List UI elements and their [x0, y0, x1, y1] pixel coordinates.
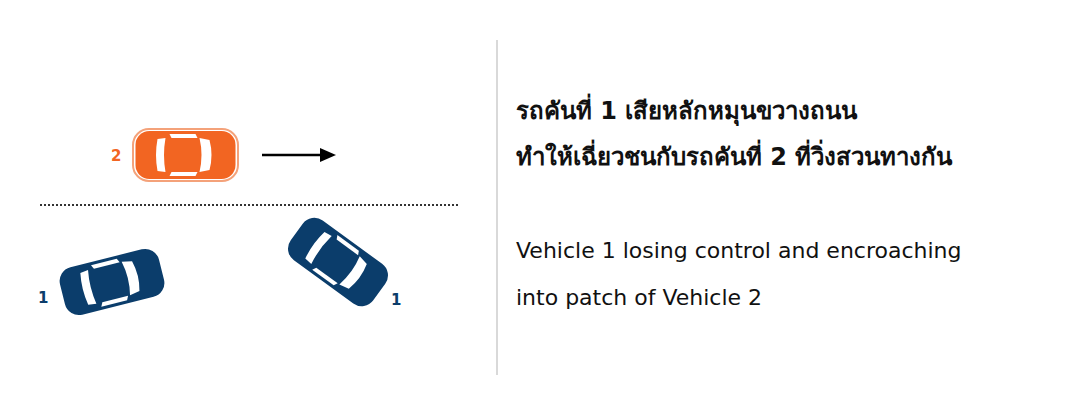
vehicle-1-spun	[282, 212, 393, 312]
car-outline	[133, 129, 238, 181]
vehicle-2	[136, 131, 236, 179]
callout-number: 1	[391, 291, 401, 309]
direction-arrow	[262, 154, 322, 157]
arrow-head	[320, 148, 336, 162]
lane-divider	[40, 204, 458, 206]
description-english: into patch of Vehicle 2	[516, 285, 762, 311]
description-english: Vehicle 1 losing control and encroaching	[516, 238, 961, 264]
description-thai: ทำให้เฉี่ยวชนกับรถคันที่ 2 ที่วิ่งสวนทาง…	[516, 143, 952, 172]
callout-number: 2	[111, 147, 121, 165]
vehicle-1	[57, 246, 168, 318]
separator	[496, 40, 498, 375]
description-thai: รถคันที่ 1 เสียหลักหมุนขวางถนน	[516, 97, 857, 126]
callout-number: 1	[38, 289, 48, 307]
